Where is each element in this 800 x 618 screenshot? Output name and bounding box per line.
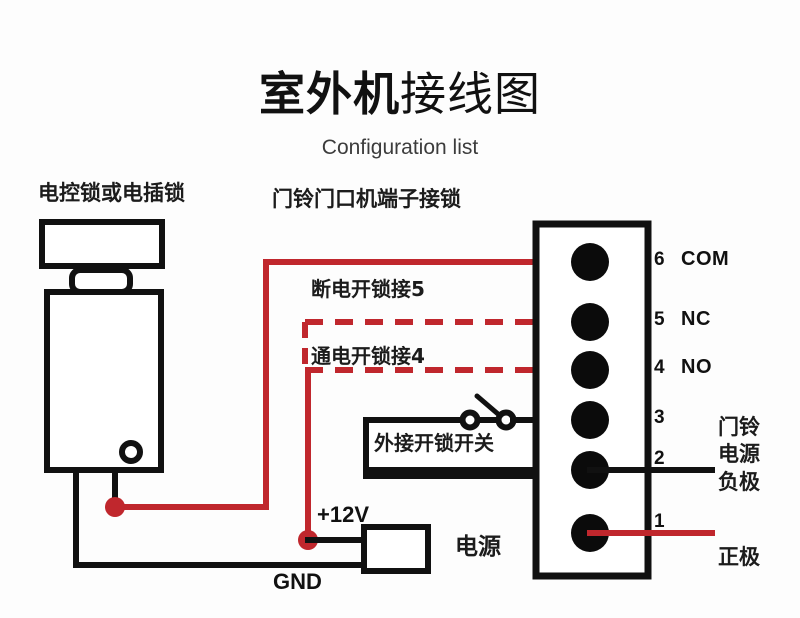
diagram-title-block: 室外机接线图 Configuration list <box>0 58 800 160</box>
terminal-number-3: 3 <box>654 407 665 428</box>
gnd-label: GND <box>273 569 322 594</box>
power-supply-box <box>361 524 431 574</box>
page-title-light-part: 接线图 <box>400 67 541 121</box>
terminal-name-com: COM <box>681 248 730 270</box>
terminal-block-header-label: 门铃门口机端子接锁 <box>272 187 461 211</box>
terminal-pad-6[interactable] <box>571 243 609 281</box>
terminal-pads <box>571 243 609 552</box>
terminal-number-2: 2 <box>654 448 665 469</box>
plus12v-wire-path <box>298 367 369 550</box>
external-switch-box <box>363 417 543 479</box>
power-supply-label: 电源 <box>455 534 501 560</box>
terminal-pad-3[interactable] <box>571 401 609 439</box>
lock-block-label: 电控锁或电插锁 <box>38 181 185 205</box>
electric-lock-symbol <box>39 219 165 473</box>
doorbell-supply-wires <box>587 467 715 536</box>
terminal-name-nc: NC <box>681 308 711 330</box>
terminal-pad-4[interactable] <box>571 351 609 389</box>
terminal-pad-5[interactable] <box>571 303 609 341</box>
external-switch-label: 外接开锁开关 <box>374 431 494 455</box>
switch-contact-symbol <box>459 393 517 431</box>
no-note-label: 通电开锁接4 <box>311 344 425 368</box>
doorbell-positive-label: 正极 <box>718 545 760 569</box>
terminal-name-no: NO <box>681 356 712 378</box>
terminal-number-6: 6 <box>654 249 665 270</box>
page-subtitle: Configuration list <box>321 136 479 159</box>
nc-note-label: 断电开锁接5 <box>311 277 425 301</box>
page-title-bold-part: 室外机 <box>259 67 400 121</box>
plus12v-label: +12V <box>317 502 369 527</box>
doorbell-negative-label: 门铃 电源 负极 <box>718 415 760 494</box>
terminal-number-1: 1 <box>654 511 665 532</box>
terminal-number-4: 4 <box>654 357 665 378</box>
com-wire-path <box>105 259 593 517</box>
no-dashed-wire <box>302 322 590 373</box>
page-title: 室外机接线图 <box>0 58 800 124</box>
lock-positive-junction-dot <box>105 497 125 517</box>
terminal-number-5: 5 <box>654 309 665 330</box>
